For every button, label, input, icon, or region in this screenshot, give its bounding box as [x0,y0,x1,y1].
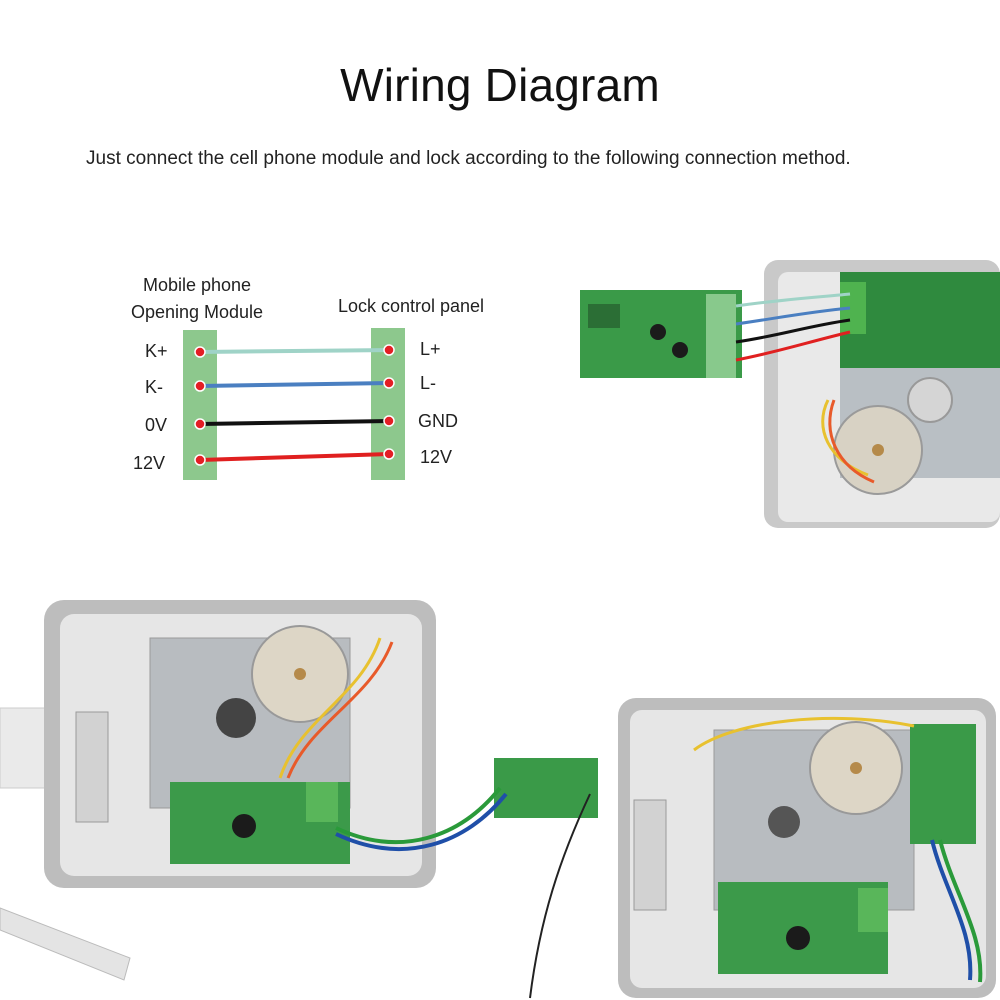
pin-dot-kminus [194,380,206,392]
pin-label-0v: 0V [145,415,167,435]
pin-dot-gnd [383,415,395,427]
pin-label-12v-right: 12V [420,447,452,467]
lock-wired-photo-left [0,598,604,1000]
wiring-diagram: Mobile phone Opening Module Lock control… [131,275,484,480]
pin-dot-lminus [383,377,395,389]
pin-label-12v-left: 12V [133,453,165,473]
pin-label-gnd: GND [418,411,458,431]
left-module-label-line1: Mobile phone [143,275,251,295]
pin-label-lplus: L+ [420,339,441,359]
lock-wired-photo-right [614,690,1000,1000]
right-module-label: Lock control panel [338,296,484,316]
wire-0v-gnd [199,419,390,426]
pin-dot-12v-right [383,448,395,460]
wire-12v-12v [199,452,390,462]
pin-dot-0v [194,418,206,430]
pin-dot-kplus [194,346,206,358]
module-closeup-photo [578,260,1000,528]
pin-dot-12v-left [194,454,206,466]
wire-kminus-lminus [199,381,390,388]
pin-label-lminus: L- [420,373,436,393]
pin-label-kplus: K+ [145,341,168,361]
page-subtitle: Just connect the cell phone module and l… [86,148,851,169]
pin-label-kminus: K- [145,377,163,397]
left-module-label-line2: Opening Module [131,302,263,322]
page-title: Wiring Diagram [340,59,660,111]
wire-kplus-lplus [199,348,390,354]
pin-dot-lplus [383,344,395,356]
